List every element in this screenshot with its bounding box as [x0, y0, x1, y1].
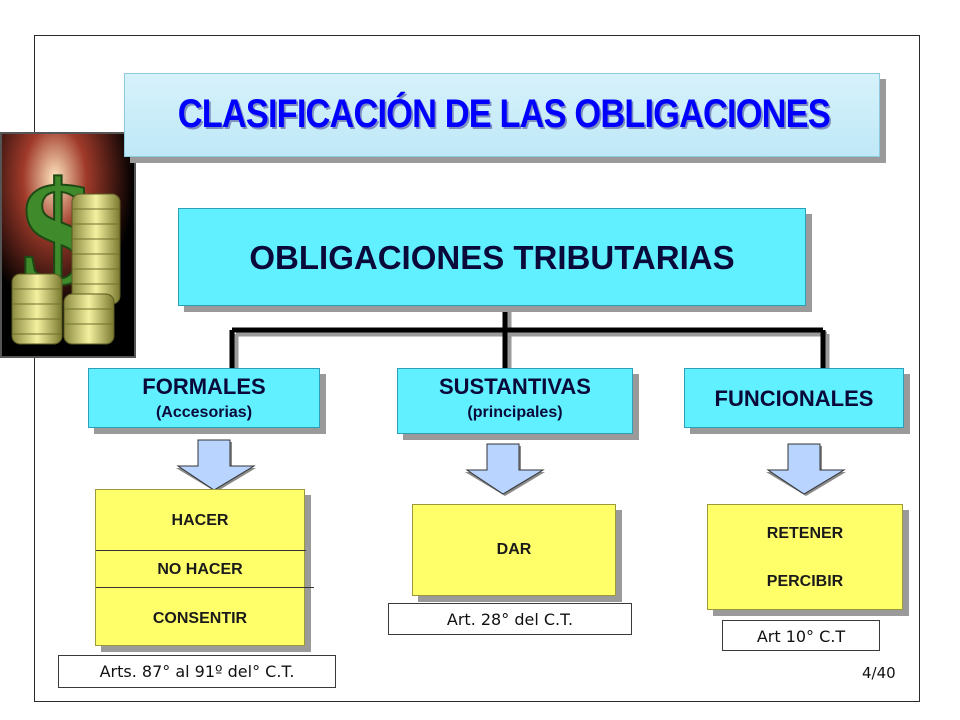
item-hacer: HACER [171, 512, 229, 529]
page-number: 4/40 [862, 664, 896, 682]
category-title: FUNCIONALES [714, 386, 874, 411]
item-dar: DAR [496, 541, 532, 558]
main-box: OBLIGACIONES TRIBUTARIAS [178, 208, 806, 306]
item-retener: RETENER [766, 525, 844, 542]
category-title: SUSTANTIVAS [439, 374, 591, 399]
down-arrow-icon [766, 443, 846, 496]
divider [96, 587, 314, 588]
category-subtitle: (Accesorias) [155, 404, 253, 421]
divider [96, 550, 306, 551]
reference-funcionales: Art 10° C.T [722, 620, 880, 651]
slide-title: CLASIFICACIÓN DE LAS OBLIGACIONES [177, 92, 831, 136]
funcionales-box: RETENER PERCIBIR [707, 504, 903, 610]
item-percibir: PERCIBIR [766, 573, 844, 590]
down-arrow-icon [176, 439, 256, 492]
dollar-coins-image: $ [0, 132, 136, 358]
item-no-hacer: NO HACER [157, 561, 243, 578]
reference-sustantivas: Art. 28° del C.T. [388, 603, 632, 635]
category-title: FORMALES [142, 374, 266, 399]
category-sustantivas: SUSTANTIVAS (principales) [397, 368, 633, 434]
reference-formales: Arts. 87° al 91º del° C.T. [58, 655, 336, 688]
item-consentir: CONSENTIR [152, 610, 248, 627]
down-arrow-icon [465, 443, 545, 496]
title-banner: CLASIFICACIÓN DE LAS OBLIGACIONES [124, 73, 880, 157]
category-subtitle: (principales) [467, 404, 563, 421]
category-formales: FORMALES (Accesorias) [88, 368, 320, 428]
main-title: OBLIGACIONES TRIBUTARIAS [249, 239, 735, 276]
sustantivas-box: DAR [412, 504, 616, 596]
slide-frame [34, 35, 920, 702]
formales-box: HACER NO HACER CONSENTIR [95, 489, 314, 646]
category-funcionales: FUNCIONALES [684, 368, 904, 428]
